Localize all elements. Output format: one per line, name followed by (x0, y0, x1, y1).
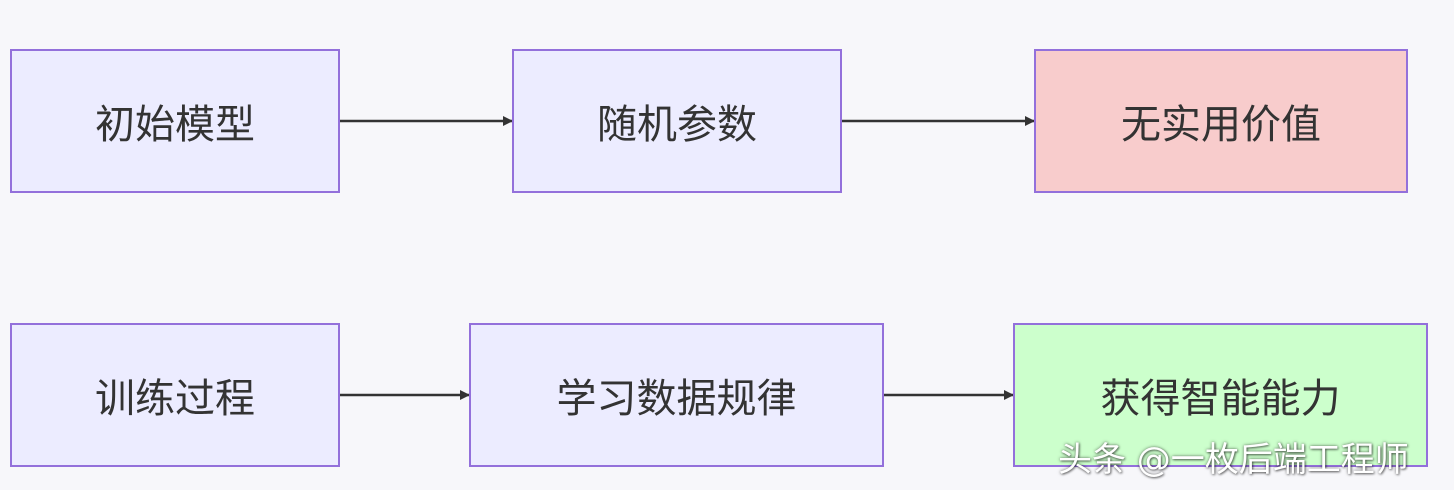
node-no-practical-value: 无实用价值 (1034, 49, 1408, 193)
node-gain-intelligence: 获得智能能力 (1013, 323, 1428, 467)
watermark-text: 头条 @一枚后端工程师 (1058, 440, 1409, 480)
node-initial-model: 初始模型 (10, 49, 340, 193)
node-random-params: 随机参数 (512, 49, 842, 193)
node-training-process: 训练过程 (10, 323, 340, 467)
node-learn-data-patterns: 学习数据规律 (469, 323, 884, 467)
